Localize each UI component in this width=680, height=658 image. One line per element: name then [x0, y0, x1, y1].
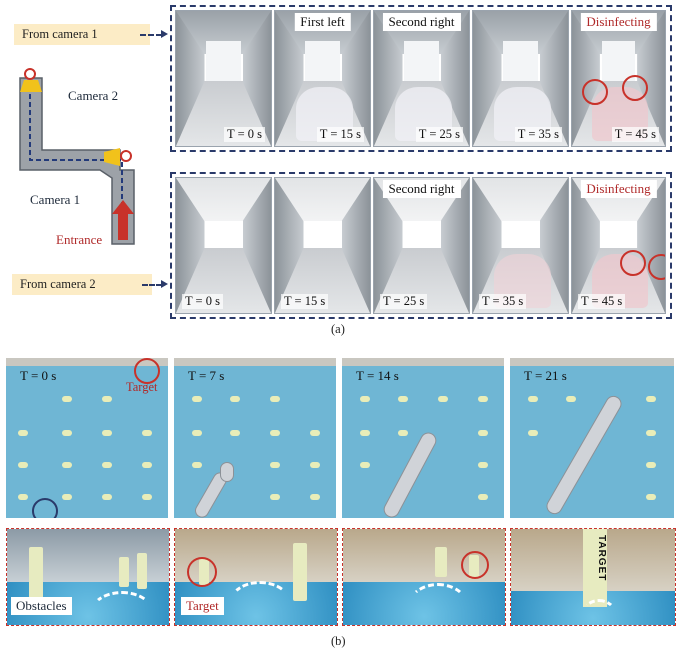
camera-1-label: Camera 1 — [30, 192, 81, 207]
row1-frame-4-time: T = 35 s — [514, 127, 562, 142]
closeup-target-ring-2 — [461, 551, 489, 579]
row1-frame-3-time: T = 25 s — [415, 127, 463, 142]
camera-2-sequence-frame — [170, 172, 672, 319]
camera-1-icon — [120, 150, 132, 162]
row1-disinfect-ring-1 — [582, 79, 608, 105]
pool-target-label: Target — [126, 380, 158, 394]
pool-frame-1-time: T = 0 s — [20, 368, 57, 383]
row1-frame-1-time: T = 0 s — [224, 127, 265, 142]
camera-2-arrow — [142, 284, 162, 286]
row1-frame-5-title: Disinfecting — [580, 13, 657, 31]
camera-1-arrowhead — [161, 30, 168, 38]
row1-frame-1: T = 0 s — [175, 10, 272, 147]
row2-frame-5-time: T = 45 s — [578, 294, 626, 309]
camera-2-label: Camera 2 — [68, 88, 119, 103]
snake-robot-t14 — [380, 429, 440, 518]
pool-frame-2: T = 7 s — [174, 358, 336, 518]
from-camera-1-label: From camera 1 — [14, 24, 150, 45]
pool-frame-2-time: T = 7 s — [188, 368, 225, 383]
path-arrow-icon-2 — [227, 581, 293, 625]
target-sign — [583, 529, 607, 607]
closeup-target-label: Target — [181, 597, 224, 615]
camera-2-arrowhead — [161, 280, 168, 288]
row2-frame-3-time: T = 25 s — [380, 294, 428, 309]
row1-frame-5: Disinfecting T = 45 s — [571, 10, 666, 147]
snake-robot-t21 — [543, 392, 625, 518]
row2-frame-1: T = 0 s — [175, 177, 272, 314]
target-marker-icon — [134, 358, 160, 384]
path-arrow-icon-3 — [407, 583, 469, 625]
row1-disinfect-ring-2 — [622, 75, 648, 101]
obstacles-label: Obstacles — [11, 597, 72, 615]
closeup-photo-2: Target — [174, 528, 338, 626]
camera-2-view-icon — [20, 80, 42, 92]
row2-frame-1-time: T = 0 s — [182, 294, 223, 309]
row2-frame-5-title: Disinfecting — [580, 180, 657, 198]
row1-frame-3: Second right T = 25 s — [373, 10, 470, 147]
row1-frame-3-title: Second right — [382, 13, 461, 31]
pool-frame-1: T = 0 s Target — [6, 358, 168, 518]
row2-frame-4: T = 35 s — [472, 177, 569, 314]
row1-frame-2: First left T = 15 s — [274, 10, 371, 147]
entrance-arrow-icon — [118, 210, 128, 240]
closeup-photo-1: Obstacles — [6, 528, 170, 626]
row1-frame-2-time: T = 15 s — [316, 127, 364, 142]
path-arrow-icon-4 — [581, 599, 617, 625]
duct-schematic — [19, 68, 135, 245]
row1-frame-4: T = 35 s — [472, 10, 569, 147]
row2-frame-4-time: T = 35 s — [479, 294, 527, 309]
target-sign-text: TARGET — [596, 535, 607, 582]
row2-disinfect-ring-2 — [648, 254, 665, 280]
camera-1-sequence-frame — [170, 5, 672, 152]
row2-frame-2: T = 15 s — [274, 177, 371, 314]
from-camera-2-label: From camera 2 — [12, 274, 152, 295]
row1-frame-2-title: First left — [294, 13, 351, 31]
camera-1-view-icon — [104, 148, 120, 166]
pool-frame-4: T = 21 s — [510, 358, 674, 518]
pool-frame-3-time: T = 14 s — [356, 368, 399, 383]
entrance-label: Entrance — [56, 232, 103, 247]
row2-frame-3: Second right T = 25 s — [373, 177, 470, 314]
pool-frame-3: T = 14 s — [342, 358, 504, 518]
closeup-photo-3 — [342, 528, 506, 626]
row2-frame-5: Disinfecting T = 45 s — [571, 177, 666, 314]
closeup-target-ring-1 — [187, 557, 217, 587]
path-arrow-icon — [89, 591, 155, 625]
row2-frame-2-time: T = 15 s — [281, 294, 329, 309]
caption-a: (a) — [331, 322, 345, 336]
closeup-photo-4: TARGET — [510, 528, 676, 626]
row1-frame-5-time: T = 45 s — [611, 127, 659, 142]
camera-1-arrow — [140, 34, 162, 36]
row2-disinfect-ring-1 — [620, 250, 646, 276]
row2-frame-3-title: Second right — [382, 180, 461, 198]
camera-2-icon — [24, 68, 36, 80]
caption-b: (b) — [331, 634, 346, 648]
robot-start-marker-icon — [32, 498, 58, 518]
pool-frame-4-time: T = 21 s — [524, 368, 567, 383]
